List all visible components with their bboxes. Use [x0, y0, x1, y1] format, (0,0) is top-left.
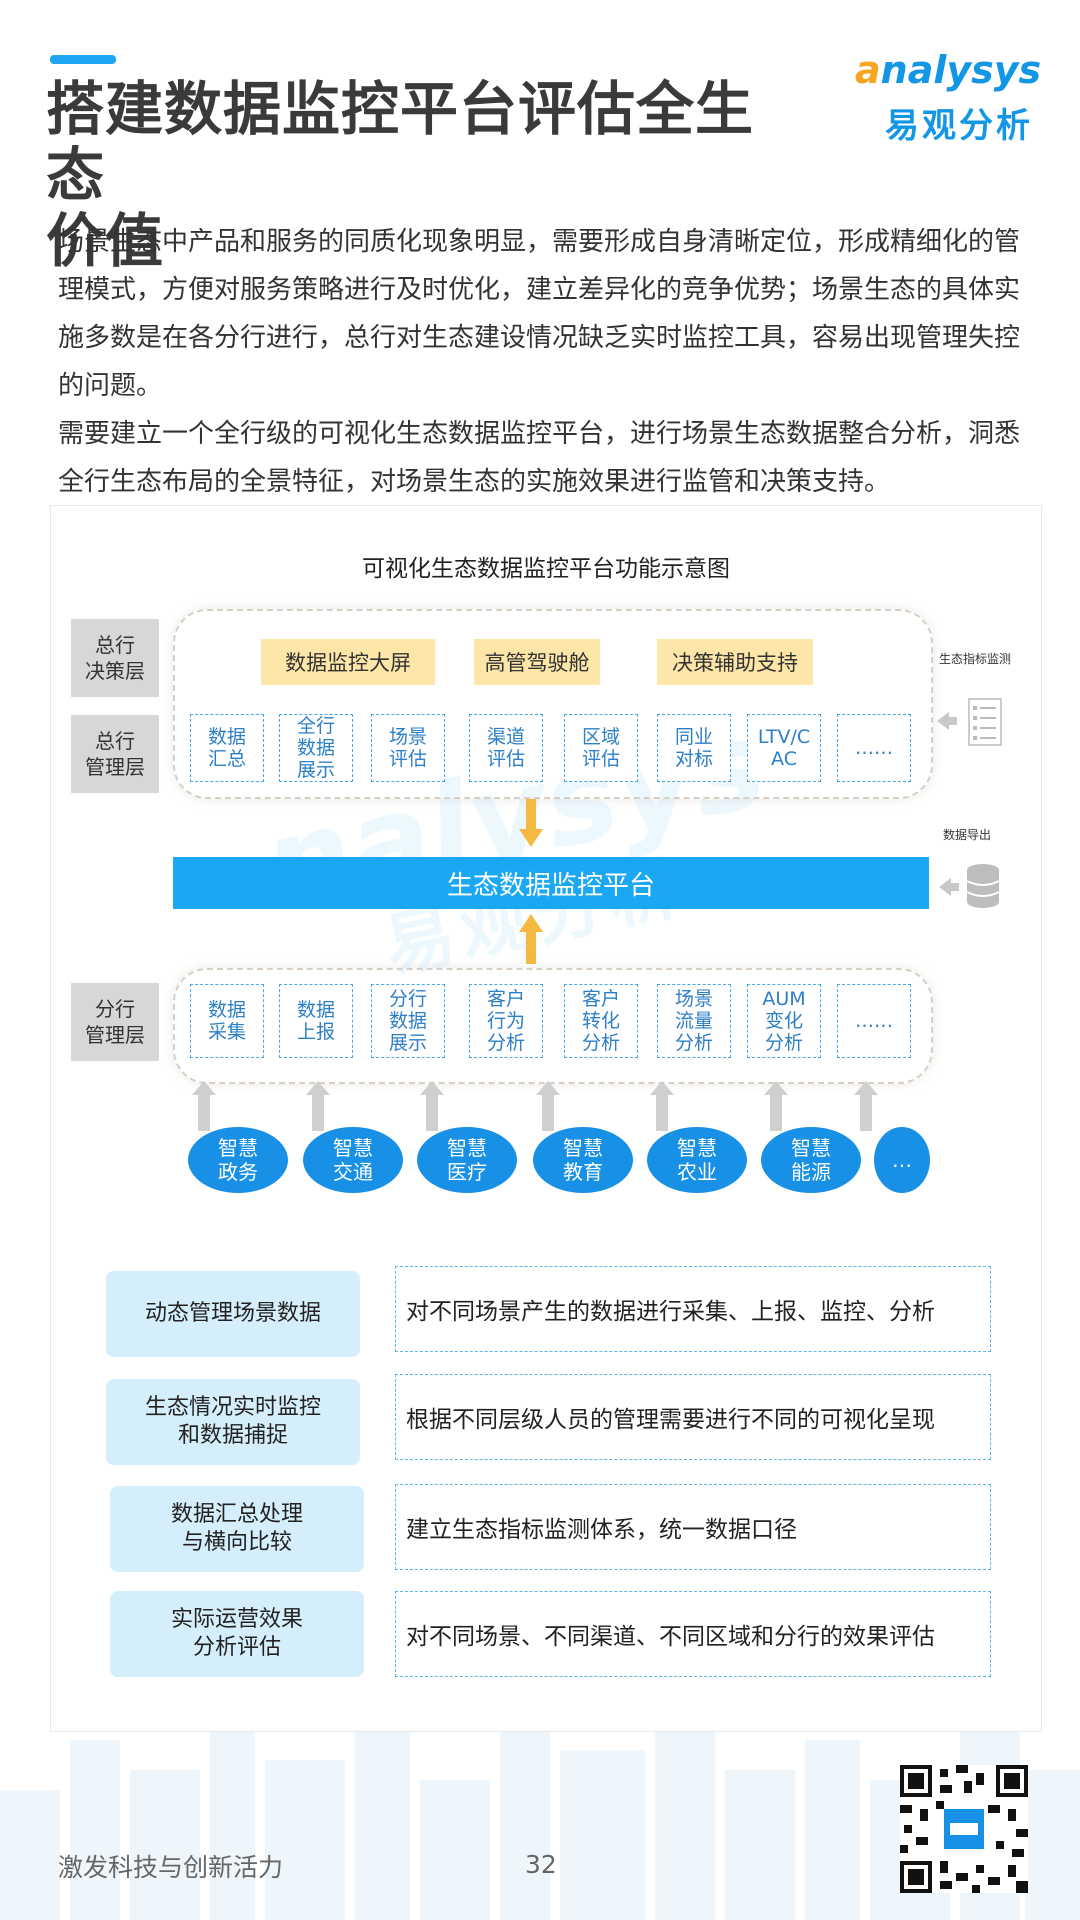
- branch-item: 数据 上报: [279, 984, 353, 1058]
- source-smart-healthcare: 智慧 医疗: [417, 1127, 517, 1193]
- feature-description: 对不同场景产生的数据进行采集、上报、监控、分析: [395, 1266, 991, 1352]
- branch-item: ……: [837, 984, 911, 1058]
- feature-name: 动态管理场景数据: [106, 1271, 360, 1357]
- page-title: 搭建数据监控平台评估全生态 价值: [46, 76, 806, 274]
- feature-name: 生态情况实时监控 和数据捕捉: [106, 1379, 360, 1465]
- hq-layer-group: [173, 609, 933, 799]
- hq-item: 全行 数据 展示: [279, 714, 353, 782]
- source-smart-agriculture: 智慧 农业: [647, 1127, 747, 1193]
- ecosystem-monitoring-platform: 生态数据监控平台: [173, 857, 929, 909]
- branch-item: 分行 数据 展示: [371, 984, 445, 1058]
- page-number: 32: [525, 1850, 557, 1879]
- feature-description: 建立生态指标监测体系，统一数据口径: [395, 1484, 991, 1570]
- platform-diagram: nalysys 易观分析 可视化生态数据监控平台功能示意图 总行 决策层 总行 …: [50, 505, 1042, 1732]
- decision-item-decision-support: 决策辅助支持: [657, 639, 813, 685]
- layer-label-hq-decision: 总行 决策层: [71, 619, 159, 697]
- hq-item: 渠道 评估: [469, 714, 543, 782]
- logo-english-rest: nalysys: [880, 48, 1042, 92]
- data-export-label: 数据导出: [943, 828, 992, 842]
- hq-item: 数据 汇总: [190, 714, 264, 782]
- title-line-1: 搭建数据监控平台评估全生态: [46, 75, 755, 209]
- feature-description: 对不同场景、不同渠道、不同区域和分行的效果评估: [395, 1591, 991, 1677]
- intro-paragraph-2: 需要建立一个全行级的可视化生态数据监控平台，进行场景生态数据整合分析，洞悉全行生…: [58, 419, 1021, 497]
- hq-item: 同业 对标: [657, 714, 731, 782]
- source-arrows: [192, 1081, 878, 1131]
- layer-label-branch-management: 分行 管理层: [71, 983, 159, 1061]
- source-smart-energy: 智慧 能源: [761, 1127, 861, 1193]
- feature-name: 实际运营效果 分析评估: [110, 1591, 364, 1677]
- branch-item: AUM 变化 分析: [747, 984, 821, 1058]
- hq-item: 区域 评估: [564, 714, 638, 782]
- intro-paragraph-1: 场景生态中产品和服务的同质化现象明显，需要形成自身清晰定位，形成精细化的管理模式…: [58, 227, 1021, 401]
- up-arrow-icon: [519, 914, 543, 964]
- database-export-icon: [939, 864, 1000, 908]
- title-accent-bar: [50, 55, 116, 64]
- logo-english: analysys: [855, 48, 1041, 92]
- footer-slogan: 激发科技与创新活力: [58, 1853, 284, 1882]
- indicator-monitoring-label: 生态指标监测: [939, 652, 1012, 666]
- branch-item: 客户 行为 分析: [469, 984, 543, 1058]
- branch-layer-group: [173, 968, 933, 1084]
- decision-item-executive-cockpit: 高管驾驶舱: [474, 639, 600, 685]
- source-smart-transport: 智慧 交通: [303, 1127, 403, 1193]
- source-smart-education: 智慧 教育: [533, 1127, 633, 1193]
- source-smart-government: 智慧 政务: [188, 1127, 288, 1193]
- logo-swoosh: a: [855, 48, 881, 92]
- branch-item: 数据 采集: [190, 984, 264, 1058]
- layer-label-hq-management: 总行 管理层: [71, 715, 159, 793]
- branch-item: 客户 转化 分析: [564, 984, 638, 1058]
- hq-item: 场景 评估: [371, 714, 445, 782]
- qr-code-icon: [900, 1765, 1028, 1893]
- feature-description: 根据不同层级人员的管理需要进行不同的可视化呈现: [395, 1374, 991, 1460]
- feature-name: 数据汇总处理 与横向比较: [110, 1486, 364, 1572]
- city-background: [0, 1700, 1080, 1920]
- analysys-logo: analysys 易观分析: [845, 48, 1041, 146]
- checklist-icon: [937, 698, 1002, 746]
- diagram-title: 可视化生态数据监控平台功能示意图: [362, 556, 730, 582]
- title-line-2: 价值: [46, 207, 165, 275]
- branch-item: 场景 流量 分析: [657, 984, 731, 1058]
- down-arrow-icon: [519, 799, 543, 847]
- logo-chinese: 易观分析: [885, 106, 1033, 146]
- hq-item: ……: [837, 714, 911, 782]
- source-more: …: [874, 1127, 930, 1193]
- decision-item-monitor-screen: 数据监控大屏: [261, 639, 435, 685]
- hq-item: LTV/C AC: [747, 714, 821, 782]
